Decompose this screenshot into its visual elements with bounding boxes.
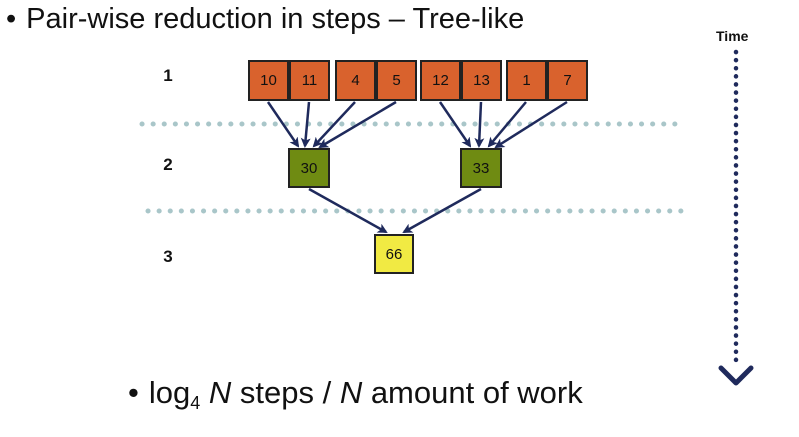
- step-label-1: 1: [163, 66, 173, 85]
- leaf-box-8: 7: [547, 60, 588, 101]
- time-label: Time: [716, 28, 749, 44]
- arrow-33-to-66: [402, 187, 482, 234]
- leaf-box-1: 10: [248, 60, 289, 101]
- leaf-box-6: 13: [461, 60, 502, 101]
- arrow-leaf5-to-33: [438, 101, 472, 148]
- slide-title: • Pair-wise reduction in steps – Tree-lik…: [6, 2, 524, 36]
- footer-log-base: 4: [190, 393, 201, 413]
- footer-n-2: N: [339, 375, 363, 410]
- footer-log: log: [148, 375, 191, 410]
- step-label-2: 2: [163, 155, 173, 174]
- leaf-box-7: 1: [506, 60, 547, 101]
- footer-work-text: amount of work: [362, 375, 583, 410]
- arrow-leaf6-to-33: [474, 101, 485, 148]
- leaf-box-5: 12: [420, 60, 461, 101]
- arrow-leaf4-to-30: [318, 100, 397, 149]
- level2-box-2: 33: [460, 148, 502, 188]
- level3-box: 66: [374, 234, 414, 274]
- arrow-leaf8-to-33: [494, 100, 568, 149]
- level2-box-1: 30: [288, 148, 330, 188]
- leaf-box-4: 5: [376, 60, 417, 101]
- step-label-3: 3: [163, 247, 173, 266]
- slide-footer: • log4 N steps / N amount of work: [128, 375, 583, 421]
- arrow-30-to-66: [308, 187, 388, 234]
- arrow-leaf1-to-30: [266, 101, 300, 148]
- footer-steps-text: steps /: [231, 375, 340, 410]
- time-axis-arrowhead: [718, 365, 754, 386]
- leaf-box-2: 11: [289, 60, 330, 101]
- leaf-box-3: 4: [335, 60, 376, 101]
- footer-n-1: N: [208, 375, 232, 410]
- arrow-leaf2-to-30: [300, 101, 311, 148]
- title-text: Pair-wise reduction in steps – Tree-like: [26, 3, 525, 35]
- title-bullet: •: [6, 3, 17, 35]
- footer-bullet: •: [128, 375, 139, 410]
